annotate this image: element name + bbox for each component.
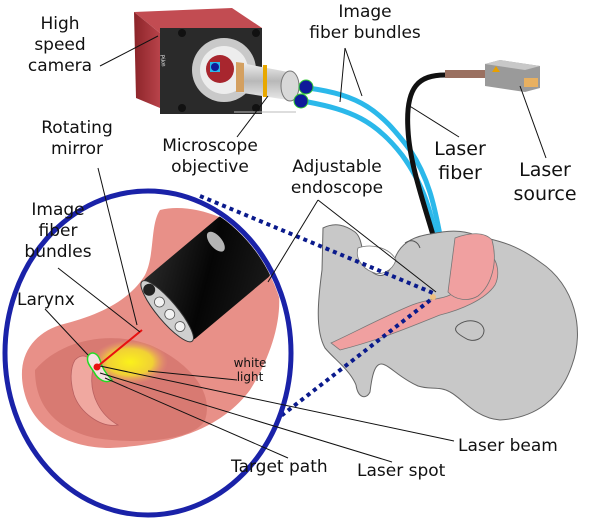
label-line: fiber xyxy=(438,162,482,184)
laser-source xyxy=(445,60,540,92)
light-port xyxy=(164,308,176,320)
label-laser-beam: Laser beam xyxy=(458,436,558,456)
leader-objective xyxy=(236,95,269,138)
microscope-objective xyxy=(234,62,300,113)
laser-fiber-connector xyxy=(445,70,485,78)
label-line: bundles xyxy=(24,242,92,262)
label-image-fiber-bundles-top: Image fiber bundles xyxy=(300,2,430,44)
leader-endoscope-1 xyxy=(267,199,319,283)
endoscope-highlight xyxy=(206,231,225,252)
label-line: Microscope xyxy=(162,136,258,156)
label-line: Laser xyxy=(519,159,571,181)
label-image-fiber-bundles-inset: Image fiber bundles xyxy=(18,200,98,263)
nasopharynx-pink xyxy=(447,233,495,300)
leader-endoscope-2 xyxy=(317,199,437,293)
objective-barrel xyxy=(236,62,288,100)
label-line: objective xyxy=(171,157,249,177)
leader-lines xyxy=(44,35,547,463)
camera-screw-icon xyxy=(178,104,186,112)
zoom-line-lower xyxy=(248,296,435,442)
camera-side xyxy=(134,12,160,108)
fiber-connector-2 xyxy=(293,93,309,109)
leader-inset-fiber-bundles xyxy=(57,267,141,333)
high-speed-camera xyxy=(134,8,262,114)
label-line: source xyxy=(513,183,577,205)
laser-source-top xyxy=(485,60,540,70)
label-laser-fiber: Laser fiber xyxy=(420,137,500,185)
label-line: white xyxy=(233,356,267,370)
leader-rotating-mirror xyxy=(97,167,138,326)
label-line: endoscope xyxy=(290,178,384,198)
camera-brand-text: Pike xyxy=(158,54,167,67)
leader-camera xyxy=(99,35,159,67)
label-microscope-objective: Microscope objective xyxy=(150,136,270,178)
label-line: Rotating xyxy=(41,118,113,138)
inset-zoom-view xyxy=(2,188,294,518)
white-light-glow xyxy=(92,340,168,384)
fiber-bundle-2 xyxy=(305,99,439,243)
label-line: camera xyxy=(27,56,93,76)
sensor-spot xyxy=(211,63,219,71)
label-line: fiber bundles xyxy=(309,23,421,43)
label-line: Image xyxy=(338,2,392,22)
leader-laser-beam xyxy=(99,365,455,442)
leader-laser-spot xyxy=(99,372,393,463)
head-sagittal-view xyxy=(317,224,578,421)
label-larynx: Larynx xyxy=(17,290,75,310)
zoom-line-upper xyxy=(199,194,434,295)
label-line: fiber xyxy=(38,221,78,241)
laser-beam-line xyxy=(97,329,143,367)
light-port xyxy=(174,321,186,332)
label-high-speed-camera: High speed camera xyxy=(20,14,100,77)
objective-base xyxy=(236,62,244,92)
nose-detail xyxy=(404,240,421,249)
ear-shape xyxy=(455,320,485,341)
label-line: Laser xyxy=(434,138,486,160)
label-rotating-mirror: Rotating mirror xyxy=(32,118,122,160)
leader-target-path xyxy=(104,377,289,459)
leader-white-light xyxy=(147,370,238,381)
target-point xyxy=(430,294,436,300)
label-line: speed xyxy=(34,35,86,55)
label-laser-source: Laser source xyxy=(500,158,590,206)
leader-laser-source xyxy=(519,85,547,159)
label-laser-spot: Laser spot xyxy=(357,461,446,481)
label-line: mirror xyxy=(51,139,103,159)
fiber-connector-1 xyxy=(298,79,314,95)
laser-warning-icon xyxy=(492,66,500,72)
label-target-path: Target path xyxy=(231,457,328,477)
laser-spot-dot xyxy=(93,363,101,371)
leader-laser-fiber xyxy=(407,104,460,138)
leader-fiber-bundles-2 xyxy=(344,47,363,97)
label-line: Image xyxy=(31,200,85,220)
label-white-light: white light xyxy=(230,356,270,384)
label-line: light xyxy=(236,370,264,384)
endoscope-tip xyxy=(140,215,271,343)
leader-fiber-bundles-1 xyxy=(339,47,346,103)
leader-larynx xyxy=(44,308,89,356)
label-line: Adjustable xyxy=(292,157,382,177)
label-adjustable-endoscope: Adjustable endoscope xyxy=(282,157,392,199)
light-port xyxy=(154,296,165,308)
label-line: High xyxy=(40,14,80,34)
camera-screw-icon xyxy=(252,29,260,37)
endoscope-channel xyxy=(143,283,156,296)
camera-top xyxy=(134,8,262,33)
camera-screw-icon xyxy=(178,29,186,37)
laser-source-label xyxy=(524,78,538,87)
objective-gold-ring xyxy=(263,65,267,97)
